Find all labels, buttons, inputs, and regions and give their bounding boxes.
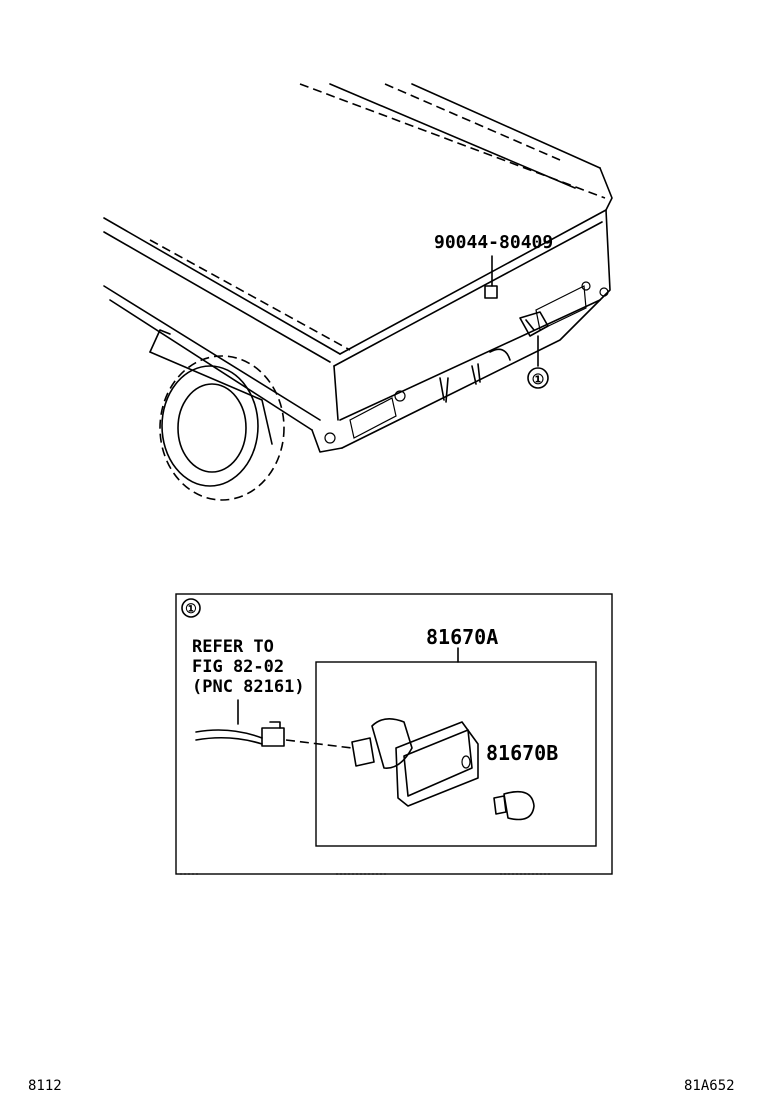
refer-line-2: FIG 82-02 — [192, 657, 284, 677]
bolt-90044-80409 — [484, 285, 498, 299]
bulb — [493, 790, 535, 821]
license-lamp-on-bed — [519, 311, 549, 337]
lamp-assembly-box — [315, 661, 597, 847]
lamp-assembly-part-label: 81670A — [426, 625, 498, 649]
license-lamp-assembly — [351, 718, 479, 807]
footer-right-code: 81A652 — [684, 1078, 735, 1094]
refer-line-3: (PNC 82161) — [192, 677, 305, 697]
bulb-part-label: 81670B — [486, 741, 558, 765]
truck-bed-illustration — [103, 83, 613, 501]
inset-marker: ① — [185, 602, 197, 617]
inset-marker-circle — [181, 598, 201, 618]
detail-inset-frame — [175, 593, 613, 875]
footer-left-code: 8112 — [28, 1078, 62, 1094]
wire-harness — [195, 699, 353, 749]
callout-marker: ① — [532, 372, 545, 388]
refer-line-1: REFER TO — [192, 637, 274, 657]
bolt-part-label: 90044-80409 — [434, 232, 553, 253]
callout-circle-1 — [527, 367, 549, 389]
